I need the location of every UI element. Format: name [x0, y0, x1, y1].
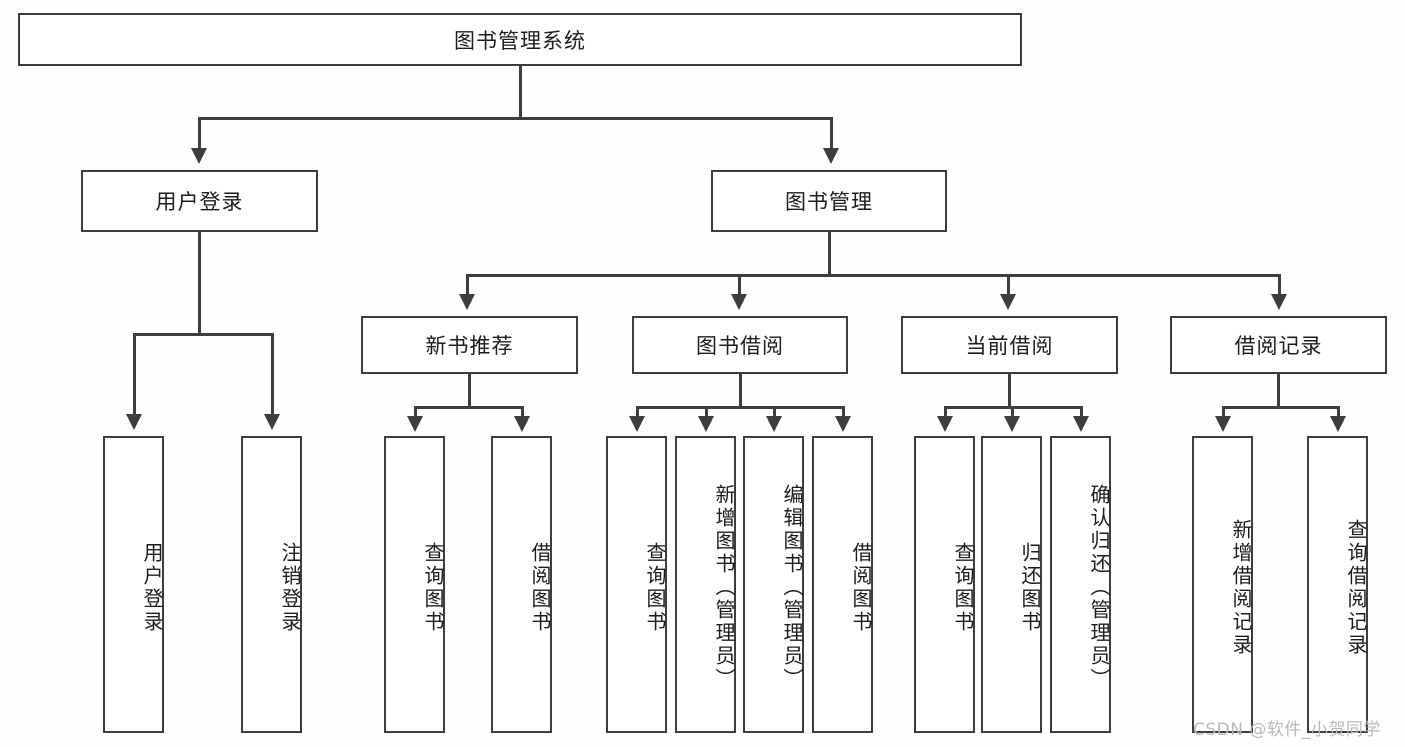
leaf-add-borrow-record[interactable]: 新增借阅记录: [1192, 436, 1253, 733]
connector-bookborrow-leaf1: [636, 406, 639, 418]
arrow-to-book-borrow: [731, 294, 747, 310]
leaf-query-book-current[interactable]: 查询图书: [914, 436, 975, 733]
node-borrow-record[interactable]: 借阅记录: [1170, 316, 1387, 374]
leaf-return-book[interactable]: 归还图书: [981, 436, 1042, 733]
csdn-watermark: CSDN @软件_小贺同学: [1193, 720, 1381, 740]
arrow-bookborrow-leaf2: [698, 416, 714, 432]
node-label: 借阅图书: [849, 541, 873, 634]
connector-book-mgmt-stem: [828, 232, 831, 276]
arrow-userlogin-leaf1: [126, 414, 142, 430]
node-label: 借阅图书: [528, 541, 552, 634]
connector-book-mgmt-bus: [466, 274, 1281, 277]
leaf-query-borrow-record[interactable]: 查询借阅记录: [1307, 436, 1368, 733]
connector-userlogin-leaf1: [133, 333, 136, 416]
node-label: 查询图书: [951, 541, 975, 634]
connector-root-to-user-login: [198, 117, 201, 150]
leaf-edit-book-admin[interactable]: 编辑图书（管理员）: [743, 436, 804, 733]
node-label: 用户登录: [155, 190, 244, 214]
arrow-currentborrow-leaf1: [937, 416, 953, 432]
arrow-newbook-leaf2: [514, 416, 530, 432]
node-label: 查询借阅记录: [1344, 518, 1368, 657]
connector-user-login-bus: [133, 333, 271, 336]
arrow-userlogin-leaf2: [264, 414, 280, 430]
connector-currentborrow-leaf1: [944, 406, 947, 418]
connector-to-current-borrow: [1007, 274, 1010, 296]
connector-to-borrow-record: [1278, 274, 1281, 296]
leaf-logout[interactable]: 注销登录: [241, 436, 302, 733]
connector-userlogin-leaf2: [271, 333, 274, 416]
leaf-borrow-book-newbook[interactable]: 借阅图书: [491, 436, 552, 733]
arrow-borrowrecord-leaf2: [1330, 416, 1346, 432]
connector-borrowrecord-stem: [1277, 374, 1280, 408]
node-book-borrow[interactable]: 图书借阅: [632, 316, 848, 374]
node-book-management[interactable]: 图书管理: [711, 170, 947, 232]
node-root-library-system[interactable]: 图书管理系统: [18, 13, 1022, 66]
node-label: 新增图书（管理员）: [712, 484, 736, 691]
connector-newbook-leaf1: [414, 406, 417, 418]
node-label: 查询图书: [643, 541, 667, 634]
connector-newbook-leaf2: [521, 406, 524, 418]
node-label: 用户登录: [140, 541, 164, 634]
connector-currentborrow-stem: [1008, 374, 1011, 408]
leaf-query-book-newbook[interactable]: 查询图书: [384, 436, 445, 733]
arrow-newbook-leaf1: [407, 416, 423, 432]
node-label: 图书管理系统: [454, 28, 586, 53]
connector-borrowrecord-bus: [1222, 406, 1339, 409]
node-label: 查询图书: [421, 541, 445, 634]
connector-bookborrow-leaf4: [842, 406, 845, 418]
arrow-bookborrow-leaf1: [629, 416, 645, 432]
arrow-root-to-user-login: [191, 148, 207, 164]
arrow-to-borrow-record: [1271, 294, 1287, 310]
node-label: 图书管理: [785, 190, 873, 214]
leaf-user-login[interactable]: 用户登录: [103, 436, 164, 733]
arrow-to-new-book: [459, 294, 475, 310]
arrow-bookborrow-leaf3: [766, 416, 782, 432]
connector-user-login-stem: [198, 232, 201, 335]
connector-bookborrow-bus: [636, 406, 844, 409]
node-label: 编辑图书（管理员）: [780, 484, 804, 691]
connector-currentborrow-leaf3: [1080, 406, 1083, 418]
leaf-query-book-borrow[interactable]: 查询图书: [606, 436, 667, 733]
connector-bookborrow-leaf2: [705, 406, 708, 418]
leaf-borrow-book[interactable]: 借阅图书: [812, 436, 873, 733]
node-label: 新增借阅记录: [1229, 518, 1253, 657]
connector-bookborrow-leaf3: [773, 406, 776, 418]
connector-bookborrow-stem: [739, 374, 742, 408]
connector-borrowrecord-leaf1: [1222, 406, 1225, 418]
arrow-to-current-borrow: [1000, 294, 1016, 310]
connector-currentborrow-leaf2: [1011, 406, 1014, 418]
node-label: 新书推荐: [425, 334, 514, 358]
node-user-login[interactable]: 用户登录: [81, 170, 318, 232]
connector-root-bus: [198, 117, 832, 120]
node-current-borrow[interactable]: 当前借阅: [901, 316, 1118, 374]
leaf-add-book-admin[interactable]: 新增图书（管理员）: [675, 436, 736, 733]
connector-newbook-bus: [414, 406, 524, 409]
node-label: 注销登录: [278, 541, 302, 634]
arrow-borrowrecord-leaf1: [1215, 416, 1231, 432]
arrow-currentborrow-leaf2: [1004, 416, 1020, 432]
connector-borrowrecord-leaf2: [1337, 406, 1340, 418]
connector-to-book-borrow: [738, 274, 741, 296]
leaf-confirm-return-admin[interactable]: 确认归还（管理员）: [1050, 436, 1111, 733]
node-label: 归还图书: [1018, 541, 1042, 634]
node-label: 借阅记录: [1234, 334, 1323, 358]
arrow-root-to-book-mgmt: [823, 148, 839, 164]
node-label: 当前借阅: [965, 334, 1054, 358]
connector-root-to-book-mgmt: [830, 117, 833, 150]
connector-to-new-book: [466, 274, 469, 296]
arrow-bookborrow-leaf4: [835, 416, 851, 432]
connector-newbook-stem: [468, 374, 471, 408]
node-label: 图书借阅: [696, 334, 784, 358]
arrow-currentborrow-leaf3: [1073, 416, 1089, 432]
node-label: 确认归还（管理员）: [1087, 484, 1111, 691]
node-new-book-recommend[interactable]: 新书推荐: [361, 316, 578, 374]
connector-root-stem: [519, 66, 522, 117]
